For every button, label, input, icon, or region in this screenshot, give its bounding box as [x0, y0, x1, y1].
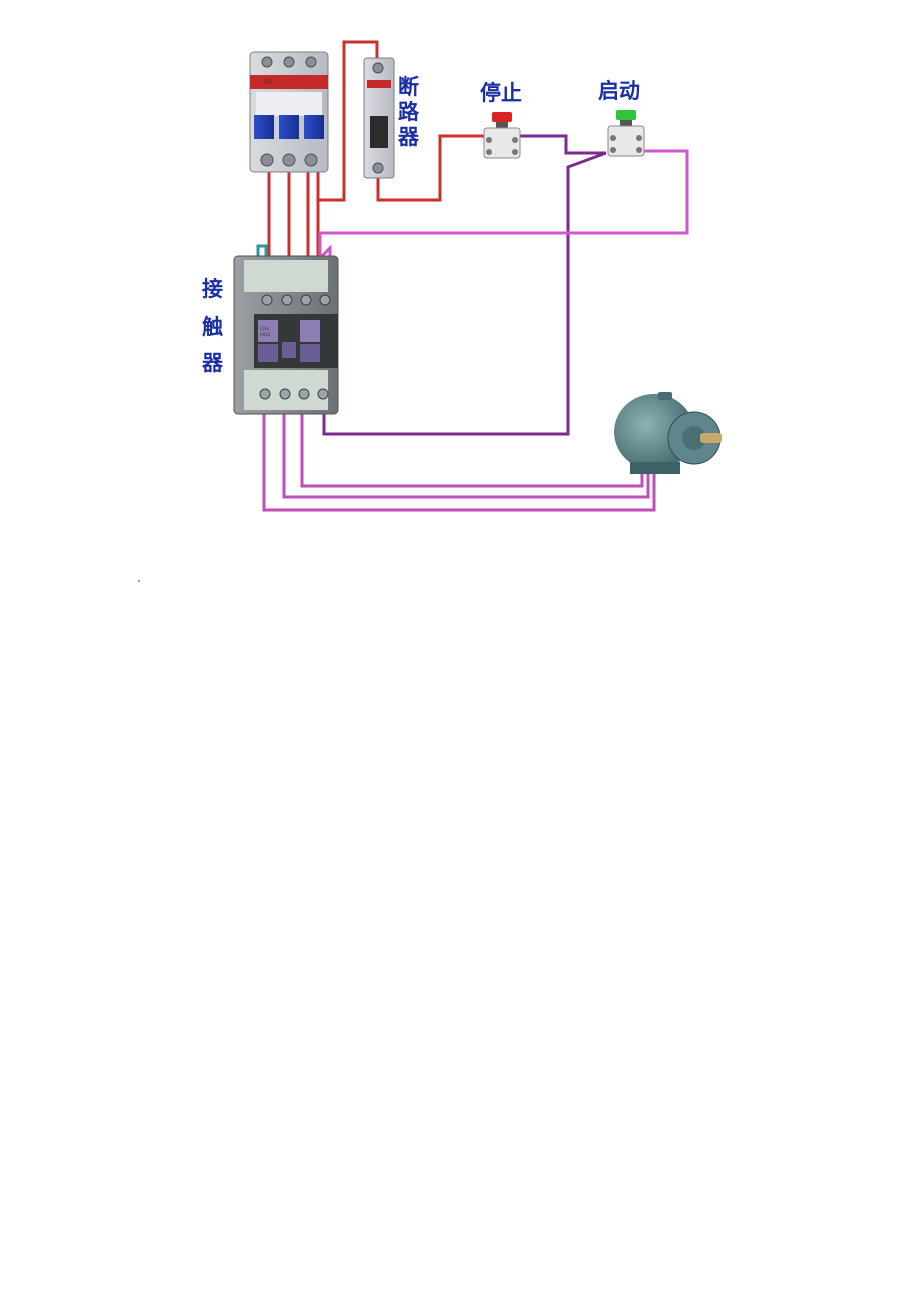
contactor-label-char-3: 器	[201, 351, 224, 375]
start-button	[607, 110, 645, 157]
motor-wires	[262, 410, 656, 512]
stop-button	[483, 112, 521, 159]
three-pole-breaker: 正泰	[249, 51, 329, 173]
breaker-top-screws	[261, 56, 317, 68]
start-label: 启动	[598, 79, 640, 103]
contactor-model-line-1: CJX2	[260, 326, 270, 331]
breaker-brand-marking: 正泰	[264, 78, 272, 84]
contactor: CJX2 0910	[233, 255, 339, 415]
breaker-label-char-2: 路	[398, 100, 420, 124]
contactor-label-char-1: 接	[202, 277, 223, 301]
contactor-bottom-terminals	[259, 388, 329, 400]
contactor-model-line-2: 0910	[260, 332, 271, 337]
contactor-top-terminals	[261, 294, 331, 306]
contactor-label: 接 触 器	[201, 277, 224, 375]
stop-label: 停止	[480, 81, 522, 105]
breaker-bottom-screws	[260, 153, 318, 167]
motor	[614, 392, 722, 474]
contactor-label-char-2: 触	[202, 315, 223, 339]
single-pole-breaker	[363, 57, 395, 179]
control-wires	[322, 134, 607, 436]
stray-mark	[138, 580, 140, 582]
breaker-label: 断 路 器	[397, 75, 420, 149]
breaker-label-char-1: 断	[398, 75, 419, 99]
breaker-label-char-3: 器	[397, 125, 420, 149]
